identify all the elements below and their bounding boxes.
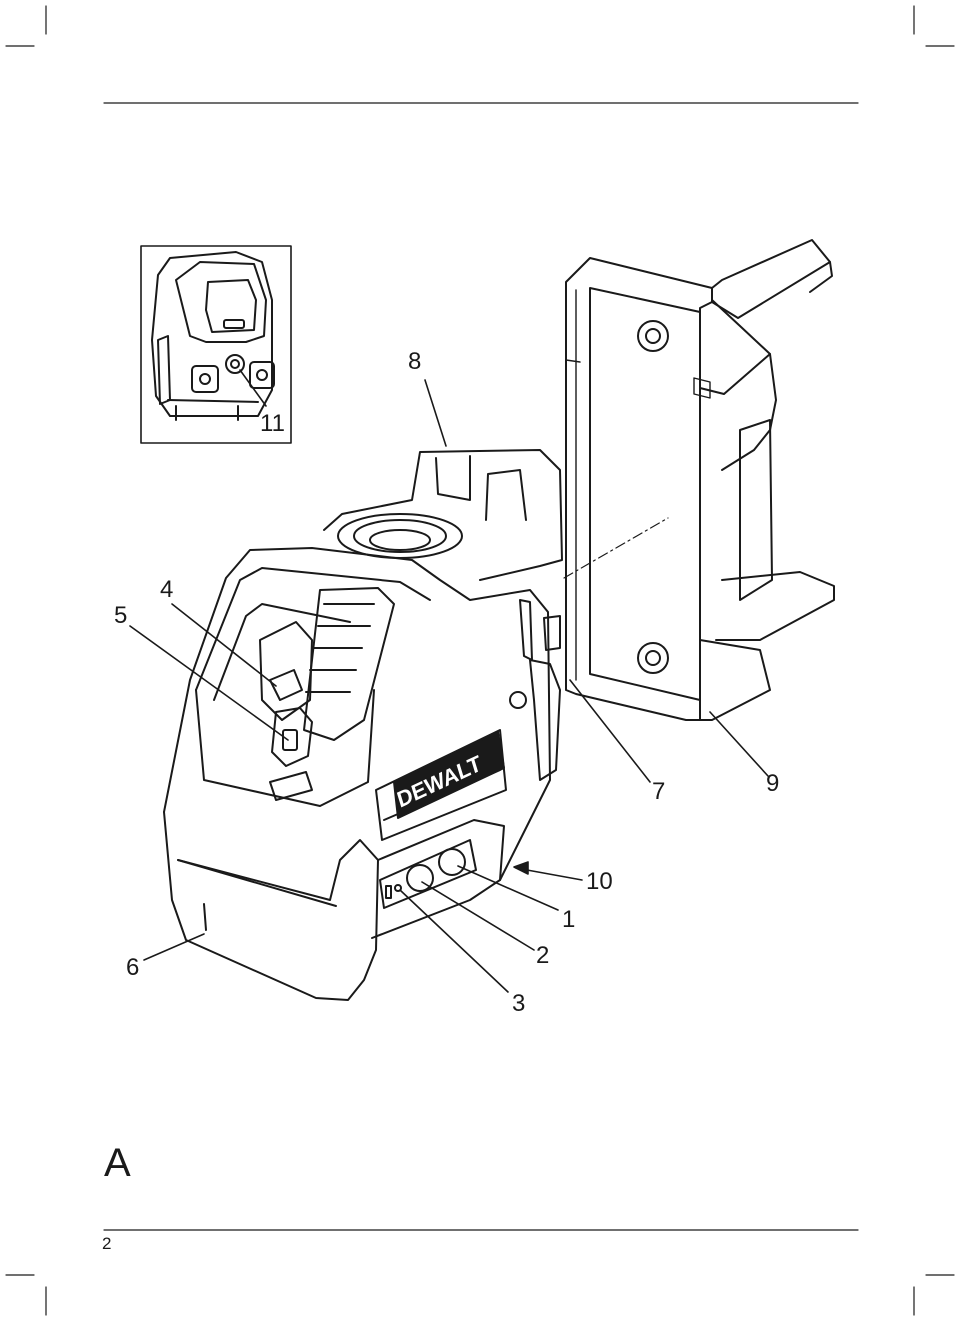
figure-letter: A <box>104 1141 131 1185</box>
callout-4: 4 <box>160 576 174 603</box>
laser-level-body <box>163 449 563 1001</box>
wall-mount-bracket <box>563 239 835 721</box>
callout-6: 6 <box>126 954 140 981</box>
crop-marks <box>5 5 955 1316</box>
page-number: 2 <box>102 1234 112 1253</box>
callout-1: 1 <box>562 906 576 933</box>
dewalt-logo: DEWALT <box>393 731 505 819</box>
leader-lines <box>129 379 769 993</box>
callout-10: 10 <box>586 868 613 895</box>
callout-2: 2 <box>536 942 550 969</box>
callout-8: 8 <box>408 348 422 375</box>
callout-5: 5 <box>114 602 128 629</box>
inset-rear-view <box>140 245 292 444</box>
callout-7: 7 <box>652 778 666 805</box>
callout-3: 3 <box>512 990 526 1017</box>
callout-11: 11 <box>260 410 285 437</box>
callout-9: 9 <box>766 770 780 797</box>
